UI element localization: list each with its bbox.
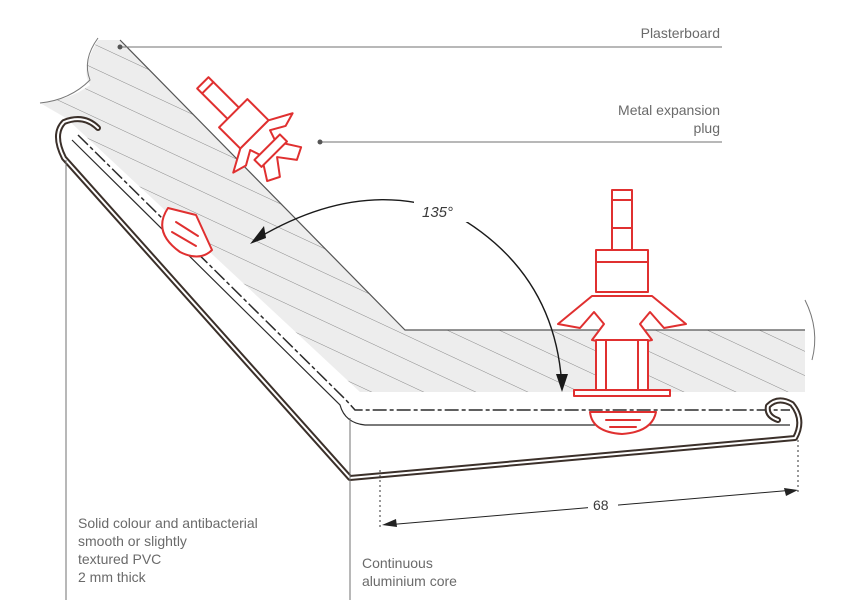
angle-label: 135° [422, 204, 453, 221]
pvc-label-line4: 2 mm thick [78, 569, 147, 585]
plug-label-line2: plug [694, 120, 720, 136]
right-expansion-plug [557, 189, 687, 397]
right-screw-head [589, 411, 657, 435]
dimension-68: 68 [379, 440, 799, 530]
plasterboard-label: Plasterboard [641, 25, 720, 41]
left-expansion-plug [196, 76, 303, 183]
dimension-label: 68 [593, 497, 609, 513]
leader-lines [65, 44, 722, 600]
plug-label-line1: Metal expansion [618, 102, 720, 118]
left-screw-head [161, 207, 213, 258]
core-label-line1: Continuous [362, 555, 433, 571]
angle-indicator: 135° [250, 199, 568, 392]
pvc-label-line1: Solid colour and antibacterial [78, 515, 258, 531]
pvc-label-line2: smooth or slightly [78, 533, 187, 549]
pvc-profile [55, 116, 803, 481]
core-label-line2: aluminium core [362, 573, 457, 589]
aluminium-core [71, 134, 790, 426]
pvc-label-line3: textured PVC [78, 551, 161, 567]
